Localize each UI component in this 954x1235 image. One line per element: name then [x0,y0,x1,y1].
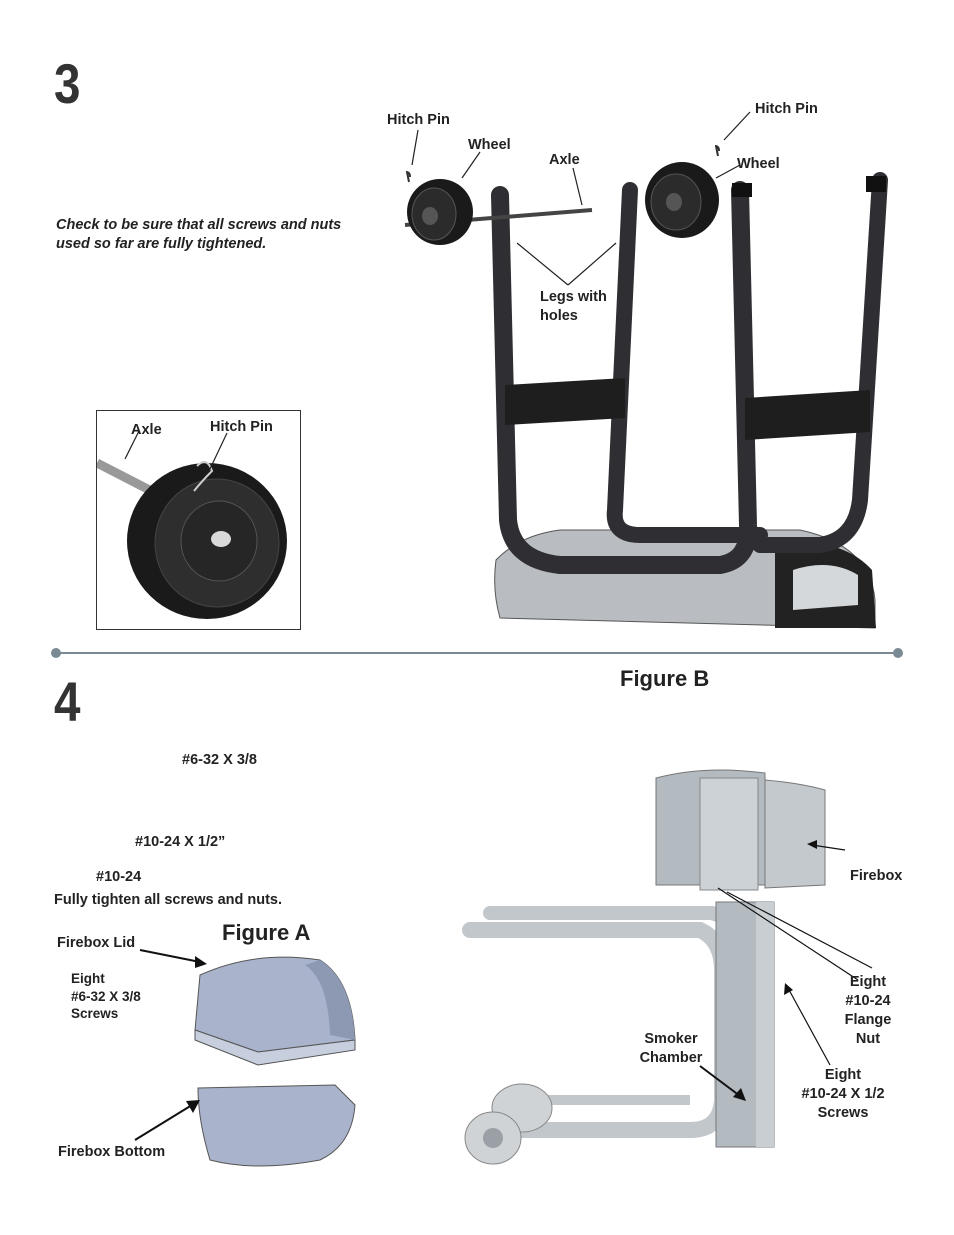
step-3-note-line2: used so far are fully tightened. [56,235,267,252]
spec-10-24-label: #10-24 [96,869,142,885]
lid-screws-label: Eight #6-32 X 3/8 Screws [71,970,141,1023]
divider-dot-right [893,648,903,658]
legs-line1: Legs with [540,289,607,305]
figure-b-title: Figure B [620,666,710,691]
inset-axle-label: Axle [131,422,162,438]
flange-nut-line3: Flange [844,1011,892,1028]
legs-with-holes-label: Legs with holes [540,288,607,326]
hitch-pin-left-label: Hitch Pin [387,112,450,128]
inset-hitch-pin-label: Hitch Pin [210,419,273,435]
step-4-number: 4 [54,670,81,733]
firebox-bottom-label: Firebox Bottom [58,1144,166,1160]
divider-dot-left [51,648,61,658]
hitch-pin-right-label: Hitch Pin [755,101,818,117]
step-3-note: Check to be sure that all screws and nut… [56,216,341,254]
spec-10-24-screw-label: #10-24 X 1/2” [135,834,226,850]
flange-nut-line2: #10-24 [845,992,891,1009]
chamber-screws-line2: #10-24 X 1/2 [801,1085,885,1102]
flange-nut-label: Eight #10-24 Flange Nut [838,973,898,1048]
chamber-screws-line1: Eight [824,1067,862,1083]
wheel-detail-inset: Axle Hitch Pin [96,410,301,630]
step-3-note-line1: Check to be sure that all screws and nut… [56,217,342,233]
smoker-chamber-line2: Chamber [639,1049,703,1066]
wheel-detail-illustration [97,430,287,619]
step-3-illustration [404,111,888,629]
chamber-screws-line3: Screws [817,1104,869,1121]
section-divider [56,652,898,654]
legs-line2: holes [540,307,578,324]
flange-nut-line1: Eight [849,974,887,990]
lid-screws-line1: Eight [71,971,105,986]
firebox-label: Firebox [850,868,903,884]
spec-6-32-label: #6-32 X 3/8 [182,752,257,768]
smoker-chamber-label: Smoker Chamber [636,1030,706,1068]
lid-screws-line2: #6-32 X 3/8 [71,988,141,1004]
flange-nut-line4: Nut [855,1030,881,1047]
firebox-lid-label: Firebox Lid [57,935,136,951]
step-3-number: 3 [54,52,81,115]
axle-label: Axle [549,152,580,168]
lid-screws-line3: Screws [71,1006,119,1022]
wheel-right-label: Wheel [737,156,780,172]
smoker-chamber-line1: Smoker [644,1031,698,1047]
wheel-left-label: Wheel [468,137,511,153]
tighten-instruction: Fully tighten all screws and nuts. [54,892,283,908]
chamber-screws-label: Eight #10-24 X 1/2 Screws [798,1066,888,1123]
figure-a-title: Figure A [222,920,311,945]
